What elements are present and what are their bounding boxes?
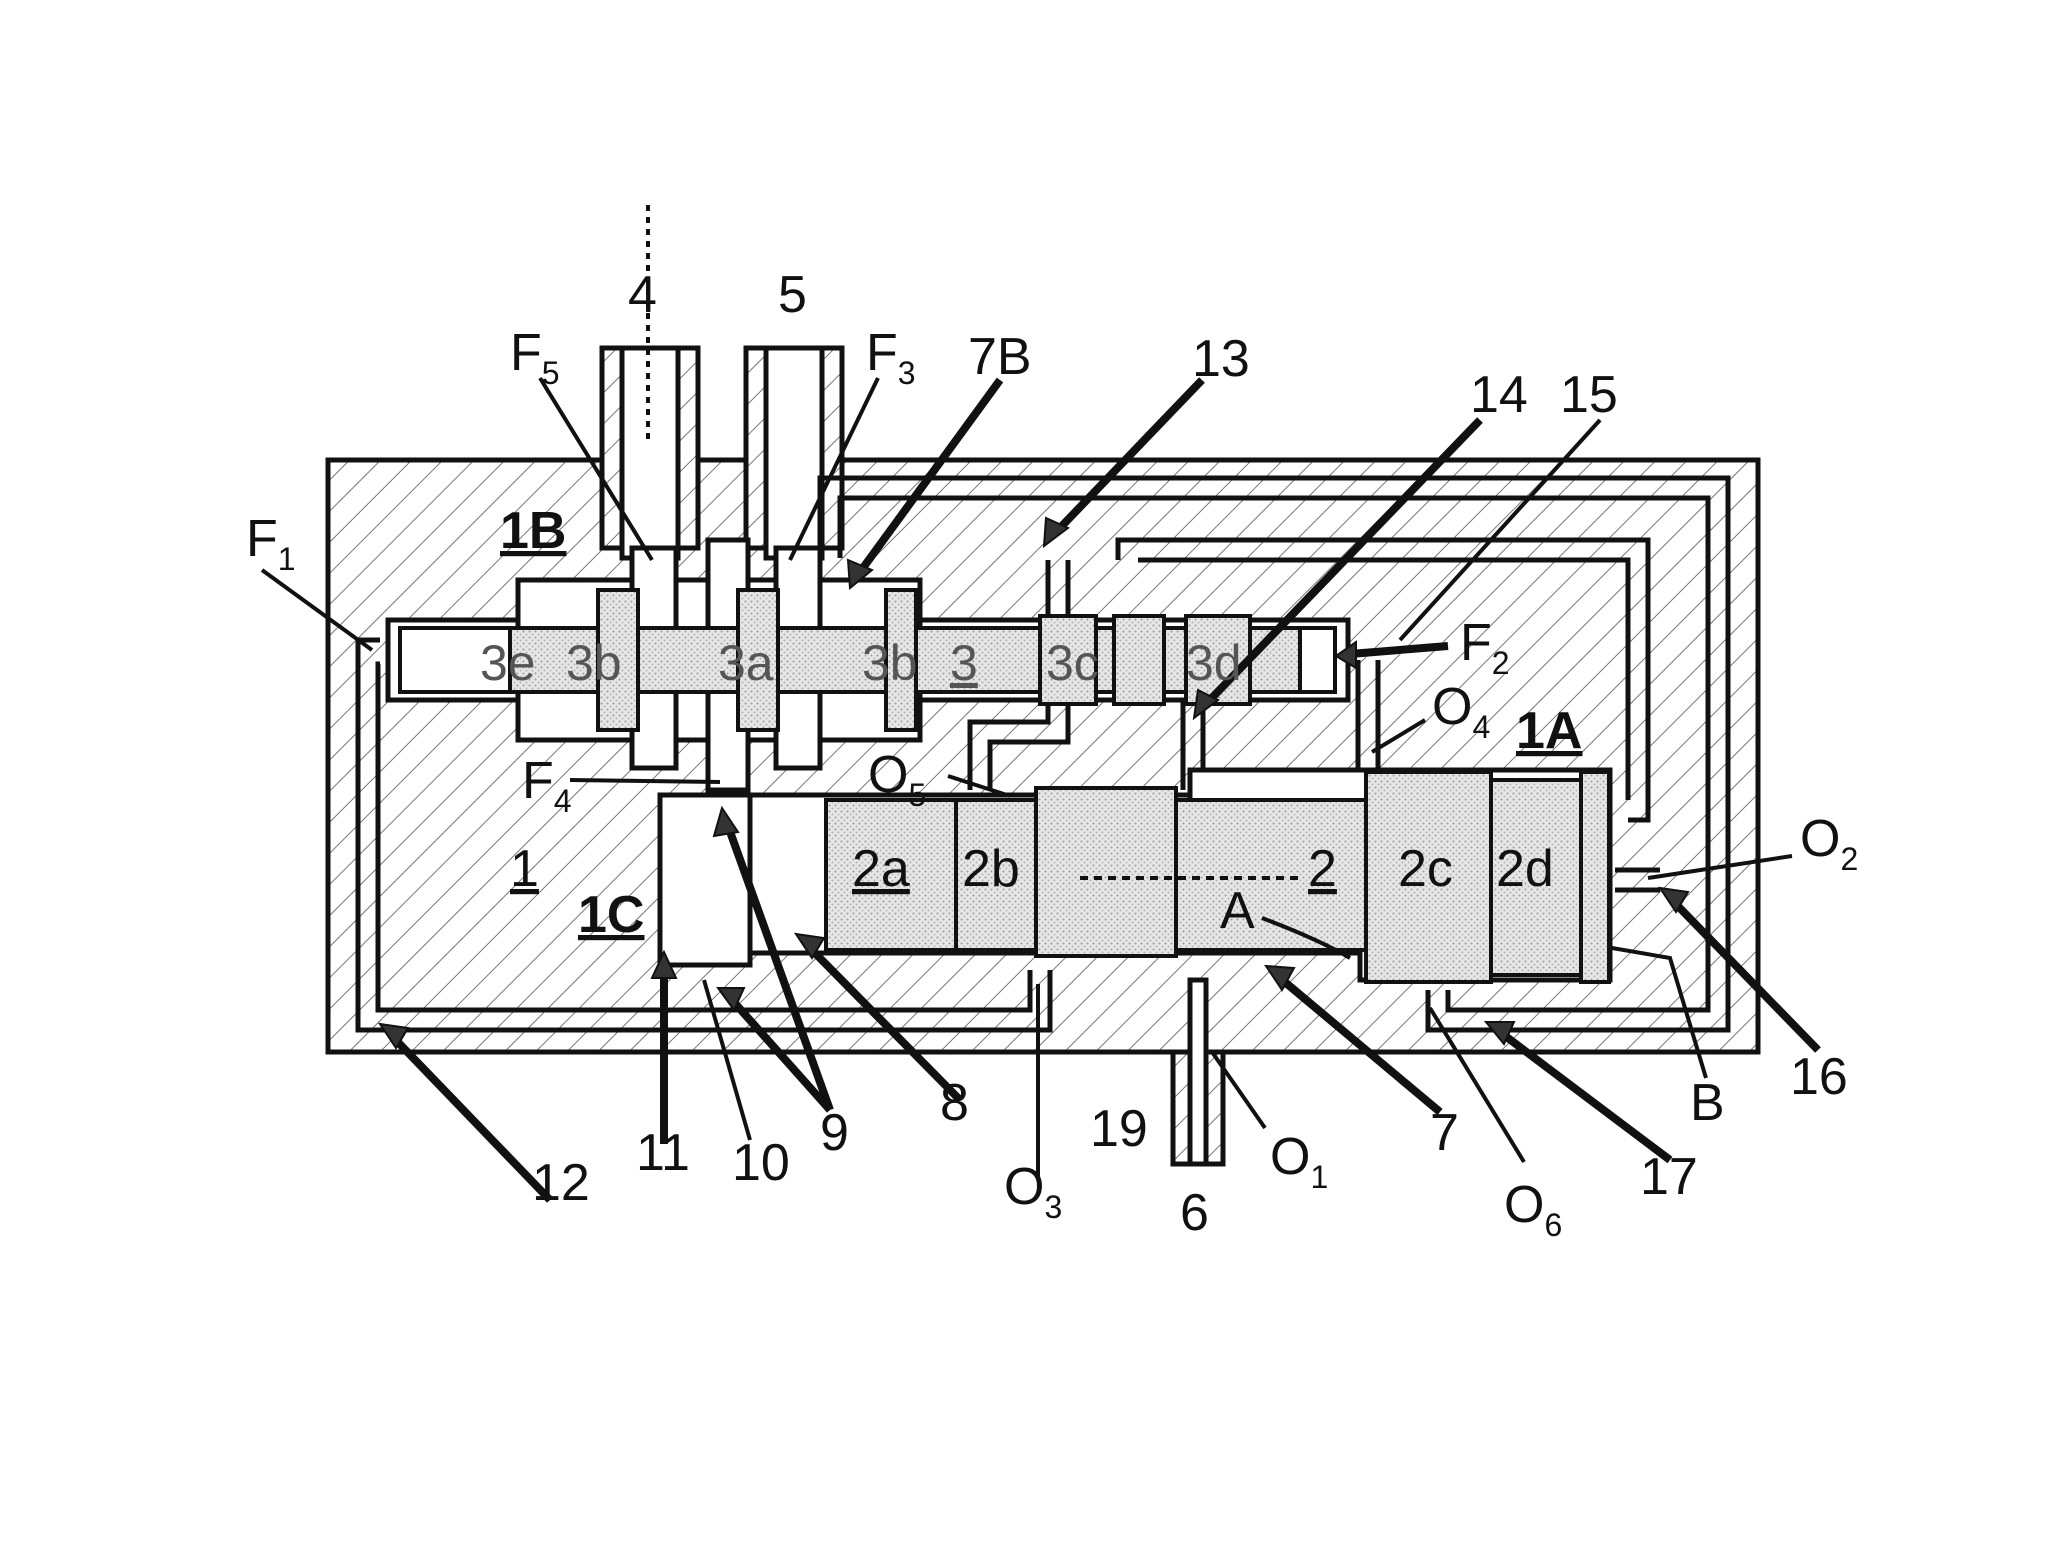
label-f1: F1 — [246, 510, 296, 577]
label-1a: 1A — [1516, 702, 1582, 760]
label-3e: 3e — [480, 635, 536, 691]
label-f3: F3 — [866, 324, 916, 391]
label-4: 4 — [628, 266, 657, 324]
label-19: 19 — [1090, 1100, 1148, 1158]
label-3d: 3d — [1186, 635, 1242, 691]
label-7b: 7B — [968, 328, 1032, 386]
label-3: 3 — [950, 635, 978, 691]
label-7: 7 — [1430, 1104, 1459, 1162]
label-2d: 2d — [1496, 840, 1554, 898]
label-o1: O1 — [1270, 1128, 1328, 1195]
label-o2: O2 — [1800, 810, 1858, 877]
piston-2 — [826, 772, 1609, 982]
label-12: 12 — [532, 1154, 590, 1212]
label-13: 13 — [1192, 330, 1250, 388]
label-8: 8 — [940, 1074, 969, 1132]
label-6: 6 — [1180, 1184, 1209, 1242]
label-2: 2 — [1308, 840, 1337, 898]
label-2b: 2b — [962, 840, 1020, 898]
piston-19 — [1036, 788, 1176, 956]
label-f5: F5 — [510, 324, 560, 391]
label-10: 10 — [732, 1134, 790, 1192]
label-a: A — [1220, 882, 1255, 940]
label-5: 5 — [778, 266, 807, 324]
label-3b-left: 3b — [566, 635, 622, 691]
label-o6: O6 — [1504, 1176, 1562, 1243]
chamber-1c — [660, 795, 750, 965]
label-3b-right: 3b — [862, 635, 918, 691]
label-o3: O3 — [1004, 1158, 1062, 1225]
label-1: 1 — [510, 840, 539, 898]
label-2c: 2c — [1398, 840, 1453, 898]
label-b: B — [1690, 1074, 1725, 1132]
label-17: 17 — [1640, 1148, 1698, 1206]
label-16: 16 — [1790, 1048, 1848, 1106]
label-15: 15 — [1560, 366, 1618, 424]
label-1c: 1C — [578, 886, 644, 944]
label-3c: 3c — [1046, 635, 1099, 691]
label-9: 9 — [820, 1104, 849, 1162]
label-1b: 1B — [500, 502, 566, 560]
label-11: 11 — [636, 1124, 690, 1182]
label-14: 14 — [1470, 366, 1528, 424]
label-2a: 2a — [852, 840, 910, 898]
label-3a: 3a — [718, 635, 774, 691]
